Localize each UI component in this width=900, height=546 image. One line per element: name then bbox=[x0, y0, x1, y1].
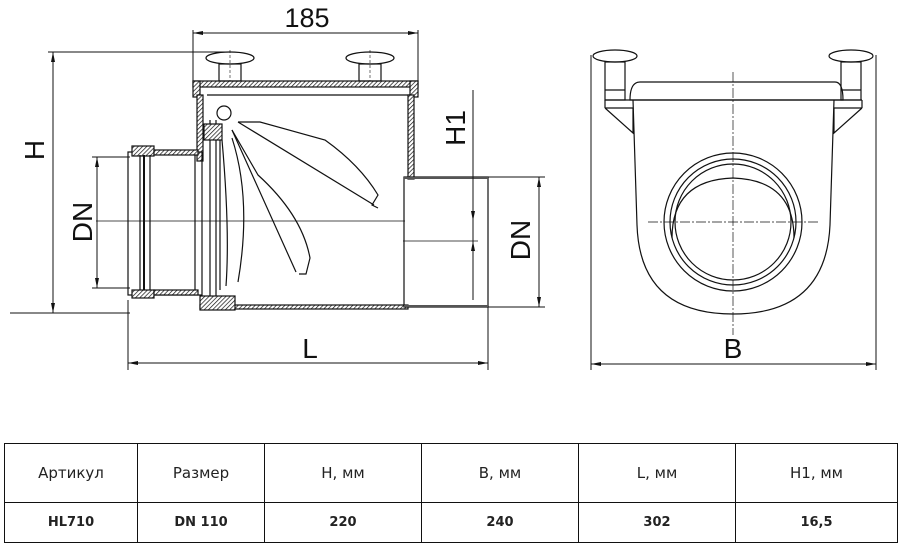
header-h: H, мм bbox=[264, 443, 422, 503]
lid bbox=[192, 80, 419, 88]
inlet-socket bbox=[127, 145, 203, 299]
dim-l-label: L bbox=[302, 333, 318, 364]
dim-b-label: B bbox=[724, 333, 743, 364]
cell-b: 240 bbox=[421, 502, 579, 543]
cell-article: HL710 bbox=[4, 502, 138, 543]
spec-table-header-row: Артикул Размер H, мм B, мм L, мм H1, мм bbox=[4, 443, 898, 503]
outlet-pipe bbox=[403, 176, 489, 308]
front-body bbox=[632, 99, 835, 315]
header-size: Размер bbox=[137, 443, 265, 503]
header-l: L, мм bbox=[578, 443, 736, 503]
dim-h1-label: H1 bbox=[440, 110, 471, 146]
spec-table: Артикул Размер H, мм B, мм L, мм H1, мм … bbox=[4, 443, 898, 543]
front-view bbox=[592, 49, 874, 335]
front-view-dimensions bbox=[590, 55, 877, 370]
side-view bbox=[96, 50, 489, 311]
header-article: Артикул bbox=[4, 443, 138, 503]
dim-dn-right-label: DN bbox=[505, 220, 536, 260]
dim-dn-left-label: DN bbox=[67, 202, 98, 242]
cell-h1: 16,5 bbox=[735, 502, 898, 543]
dim-185-label: 185 bbox=[284, 3, 329, 33]
side-view-dimensions bbox=[10, 30, 545, 370]
technical-drawing: 185 H DN H1 DN L B bbox=[10, 3, 877, 370]
cell-l: 302 bbox=[578, 502, 736, 543]
dim-h-label: H bbox=[19, 140, 50, 160]
header-b: B, мм bbox=[421, 443, 579, 503]
header-h1: H1, мм bbox=[735, 443, 898, 503]
cell-size: DN 110 bbox=[137, 502, 265, 543]
cell-h: 220 bbox=[264, 502, 422, 543]
table-row: HL710 DN 110 220 240 302 16,5 bbox=[4, 502, 898, 543]
check-flap bbox=[221, 121, 379, 287]
lid-knob-left bbox=[205, 50, 255, 82]
lid-knob-right bbox=[345, 50, 395, 82]
